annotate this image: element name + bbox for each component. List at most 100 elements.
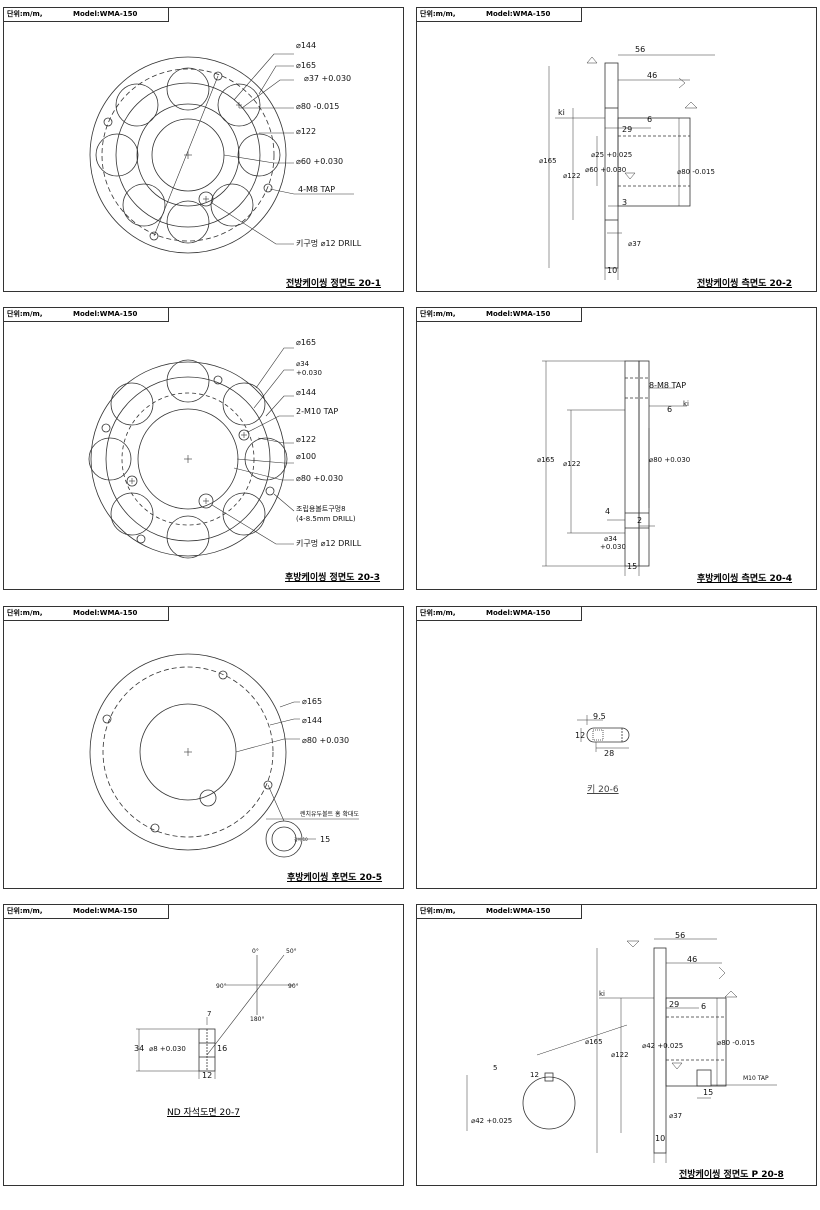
label-d122: ⌀122 (611, 1051, 629, 1059)
unit-label: 단위:m/m, (7, 907, 43, 915)
label-90deg-right: 90° (288, 983, 299, 990)
label-d165: ⌀165 (537, 456, 555, 464)
label-56: 56 (635, 45, 645, 54)
label-7: 7 (207, 1010, 211, 1018)
sheet-caption: 후방케이씽 후면도 20-5 (287, 873, 383, 883)
label-d165: ⌀165 (296, 61, 316, 70)
drawing-sheet-20-1: 단위:m/m, Model:WMA-150 (3, 7, 404, 292)
label-15: 15 (703, 1088, 713, 1097)
label-d80: ⌀80 -0.015 (677, 168, 715, 176)
label-d80: ⌀80 +0.030 (649, 456, 690, 464)
label-56: 56 (675, 931, 685, 940)
label-5: 5 (493, 1064, 497, 1072)
label-15: 15 (627, 562, 637, 571)
label-d165: ⌀165 (296, 338, 316, 347)
label-3: 3 (622, 198, 627, 207)
label-46: 46 (687, 955, 697, 964)
label-d165: ⌀165 (302, 697, 322, 706)
label-6: 6 (647, 115, 652, 124)
label-d42b: ⌀42 +0.025 (471, 1117, 512, 1125)
unit-label: 단위:m/m, (7, 10, 43, 18)
label-d37: ⌀37 (628, 240, 641, 248)
label-90deg-left: 90° (216, 983, 227, 990)
label-d122: ⌀122 (296, 435, 316, 444)
label-34: 34 (134, 1044, 144, 1053)
label-12: 12 (202, 1071, 212, 1080)
magnet-drawing: 0° 50° 90° 90° 180° 7 34 ⌀8 +0.030 16 12 (134, 948, 299, 1080)
rear-back-view-drawing: ⌀165 ⌀144 ⌀80 +0.030 렌치유두볼트 홈 확대도 깊이 10 … (89, 653, 359, 858)
label-180deg: 180° (250, 1016, 264, 1023)
label-d25: ⌀25 +0.025 (591, 151, 632, 159)
unit-label: 단위:m/m, (420, 310, 456, 318)
label-d60: ⌀60 +0.030 (296, 157, 343, 166)
unit-label: 단위:m/m, (420, 609, 456, 617)
unit-label: 단위:m/m, (420, 10, 456, 18)
label-46: 46 (647, 71, 657, 80)
unit-label: 단위:m/m, (7, 310, 43, 318)
model-label: Model:WMA-150 (73, 10, 138, 18)
label-d144: ⌀144 (302, 716, 322, 725)
label-d34-tol: +0.030 (600, 543, 626, 551)
title-block: 단위:m/m, Model:WMA-150 (4, 308, 169, 322)
label-6: 6 (667, 405, 672, 414)
label-d144: ⌀144 (296, 41, 316, 50)
label-bolt: 조립용볼트구멍8 (296, 504, 346, 513)
drawing-sheet-20-7: 단위:m/m,Model:WMA-150 0° 50° 90° 90° 180°… (3, 904, 404, 1186)
label-d8: ⌀8 +0.030 (149, 1045, 186, 1053)
label-d37: ⌀37 (669, 1112, 682, 1120)
drawing-sheet-20-5: 단위:m/m,Model:WMA-150 ⌀165 ⌀144 ⌀80 +0.03… (3, 606, 404, 889)
rear-side-view-drawing: 8-M8 TAP ki 6 ⌀165 ⌀122 ⌀80 +0.030 4 2 ⌀… (537, 360, 690, 576)
model-label: Model:WMA-150 (73, 310, 138, 318)
label-d165: ⌀165 (585, 1038, 603, 1046)
label-2: 2 (637, 516, 642, 525)
label-6: 6 (701, 1002, 706, 1011)
label-d80: ⌀80 +0.030 (296, 474, 343, 483)
drawing-sheet-20-2: 단위:m/m,Model:WMA-150 56 (416, 7, 817, 292)
label-d60: ⌀60 +0.030 (585, 166, 626, 174)
label-key: 키구멍 ⌀12 DRILL (296, 238, 362, 248)
label-d122: ⌀122 (563, 172, 581, 180)
model-label: Model:WMA-150 (486, 310, 551, 318)
label-tap: 8-M8 TAP (649, 381, 686, 390)
front-view-drawing: ⌀144 ⌀165 ⌀37 +0.030 ⌀80 -0.015 ⌀122 ⌀60… (89, 41, 362, 254)
label-d80: ⌀80 +0.030 (302, 736, 349, 745)
sheet-caption: 전방케이씽 정면도 20-1 (286, 279, 382, 289)
title-block: 단위:m/m,Model:WMA-150 (417, 607, 582, 621)
label-bolt-drill: (4-8.5mm DRILL) (296, 515, 356, 523)
label-key: 키구멍 ⌀12 DRILL (296, 538, 362, 548)
label-d34: ⌀34 (604, 535, 618, 543)
title-block: 단위:m/m, Model:WMA-150 (417, 308, 582, 322)
sheet-caption: 후방케이씽 측면도 20-4 (697, 574, 793, 584)
sheet-caption: 키 20-6 (587, 785, 619, 795)
rear-front-view-drawing: ⌀165 ⌀34 +0.030 ⌀144 2-M10 TAP ⌀122 ⌀100… (88, 338, 362, 559)
side-view-drawing: 56 46 ki 6 29 ⌀165 ⌀25 +0.025 ⌀60 +0.030… (539, 45, 715, 280)
label-12: 12 (575, 731, 585, 740)
title-block: 단위:m/m,Model:WMA-150 (417, 8, 582, 22)
label-d42: ⌀42 +0.025 (642, 1042, 683, 1050)
label-depth: 깊이 10 (294, 836, 308, 842)
label-4: 4 (605, 507, 610, 516)
label-tap: 2-M10 TAP (296, 407, 338, 416)
label-tap: 4-M8 TAP (298, 185, 335, 194)
key-drawing: 9.5 12 28 (575, 712, 630, 758)
label-d100: ⌀100 (296, 452, 316, 461)
model-label: Model:WMA-150 (486, 907, 551, 915)
model-label: Model:WMA-150 (73, 609, 138, 617)
drawing-sheet-20-4: 단위:m/m, Model:WMA-150 8-M8 TAP ki 6 (416, 307, 817, 590)
label-d34: ⌀34 (296, 360, 310, 368)
label-d34-tol: +0.030 (296, 369, 322, 377)
unit-label: 단위:m/m, (420, 907, 456, 915)
label-d122: ⌀122 (296, 127, 316, 136)
label-d144: ⌀144 (296, 388, 316, 397)
label-ki: ki (599, 990, 605, 998)
front-side-view-p-drawing: 56 46 ki 29 6 ⌀165 ⌀122 ⌀42 +0.025 ⌀80 -… (466, 931, 777, 1163)
label-15: 15 (320, 835, 330, 844)
label-29: 29 (669, 1000, 679, 1009)
label-ki: ki (683, 400, 689, 408)
label-10: 10 (655, 1134, 665, 1143)
sheet-caption: 전방케이씽 정면도 P 20-8 (679, 1170, 784, 1180)
label-16: 16 (217, 1044, 227, 1053)
sheet-caption: 후방케이씽 정면도 20-3 (285, 573, 381, 583)
label-d80: ⌀80 -0.015 (717, 1039, 755, 1047)
label-ki: ki (558, 108, 565, 117)
